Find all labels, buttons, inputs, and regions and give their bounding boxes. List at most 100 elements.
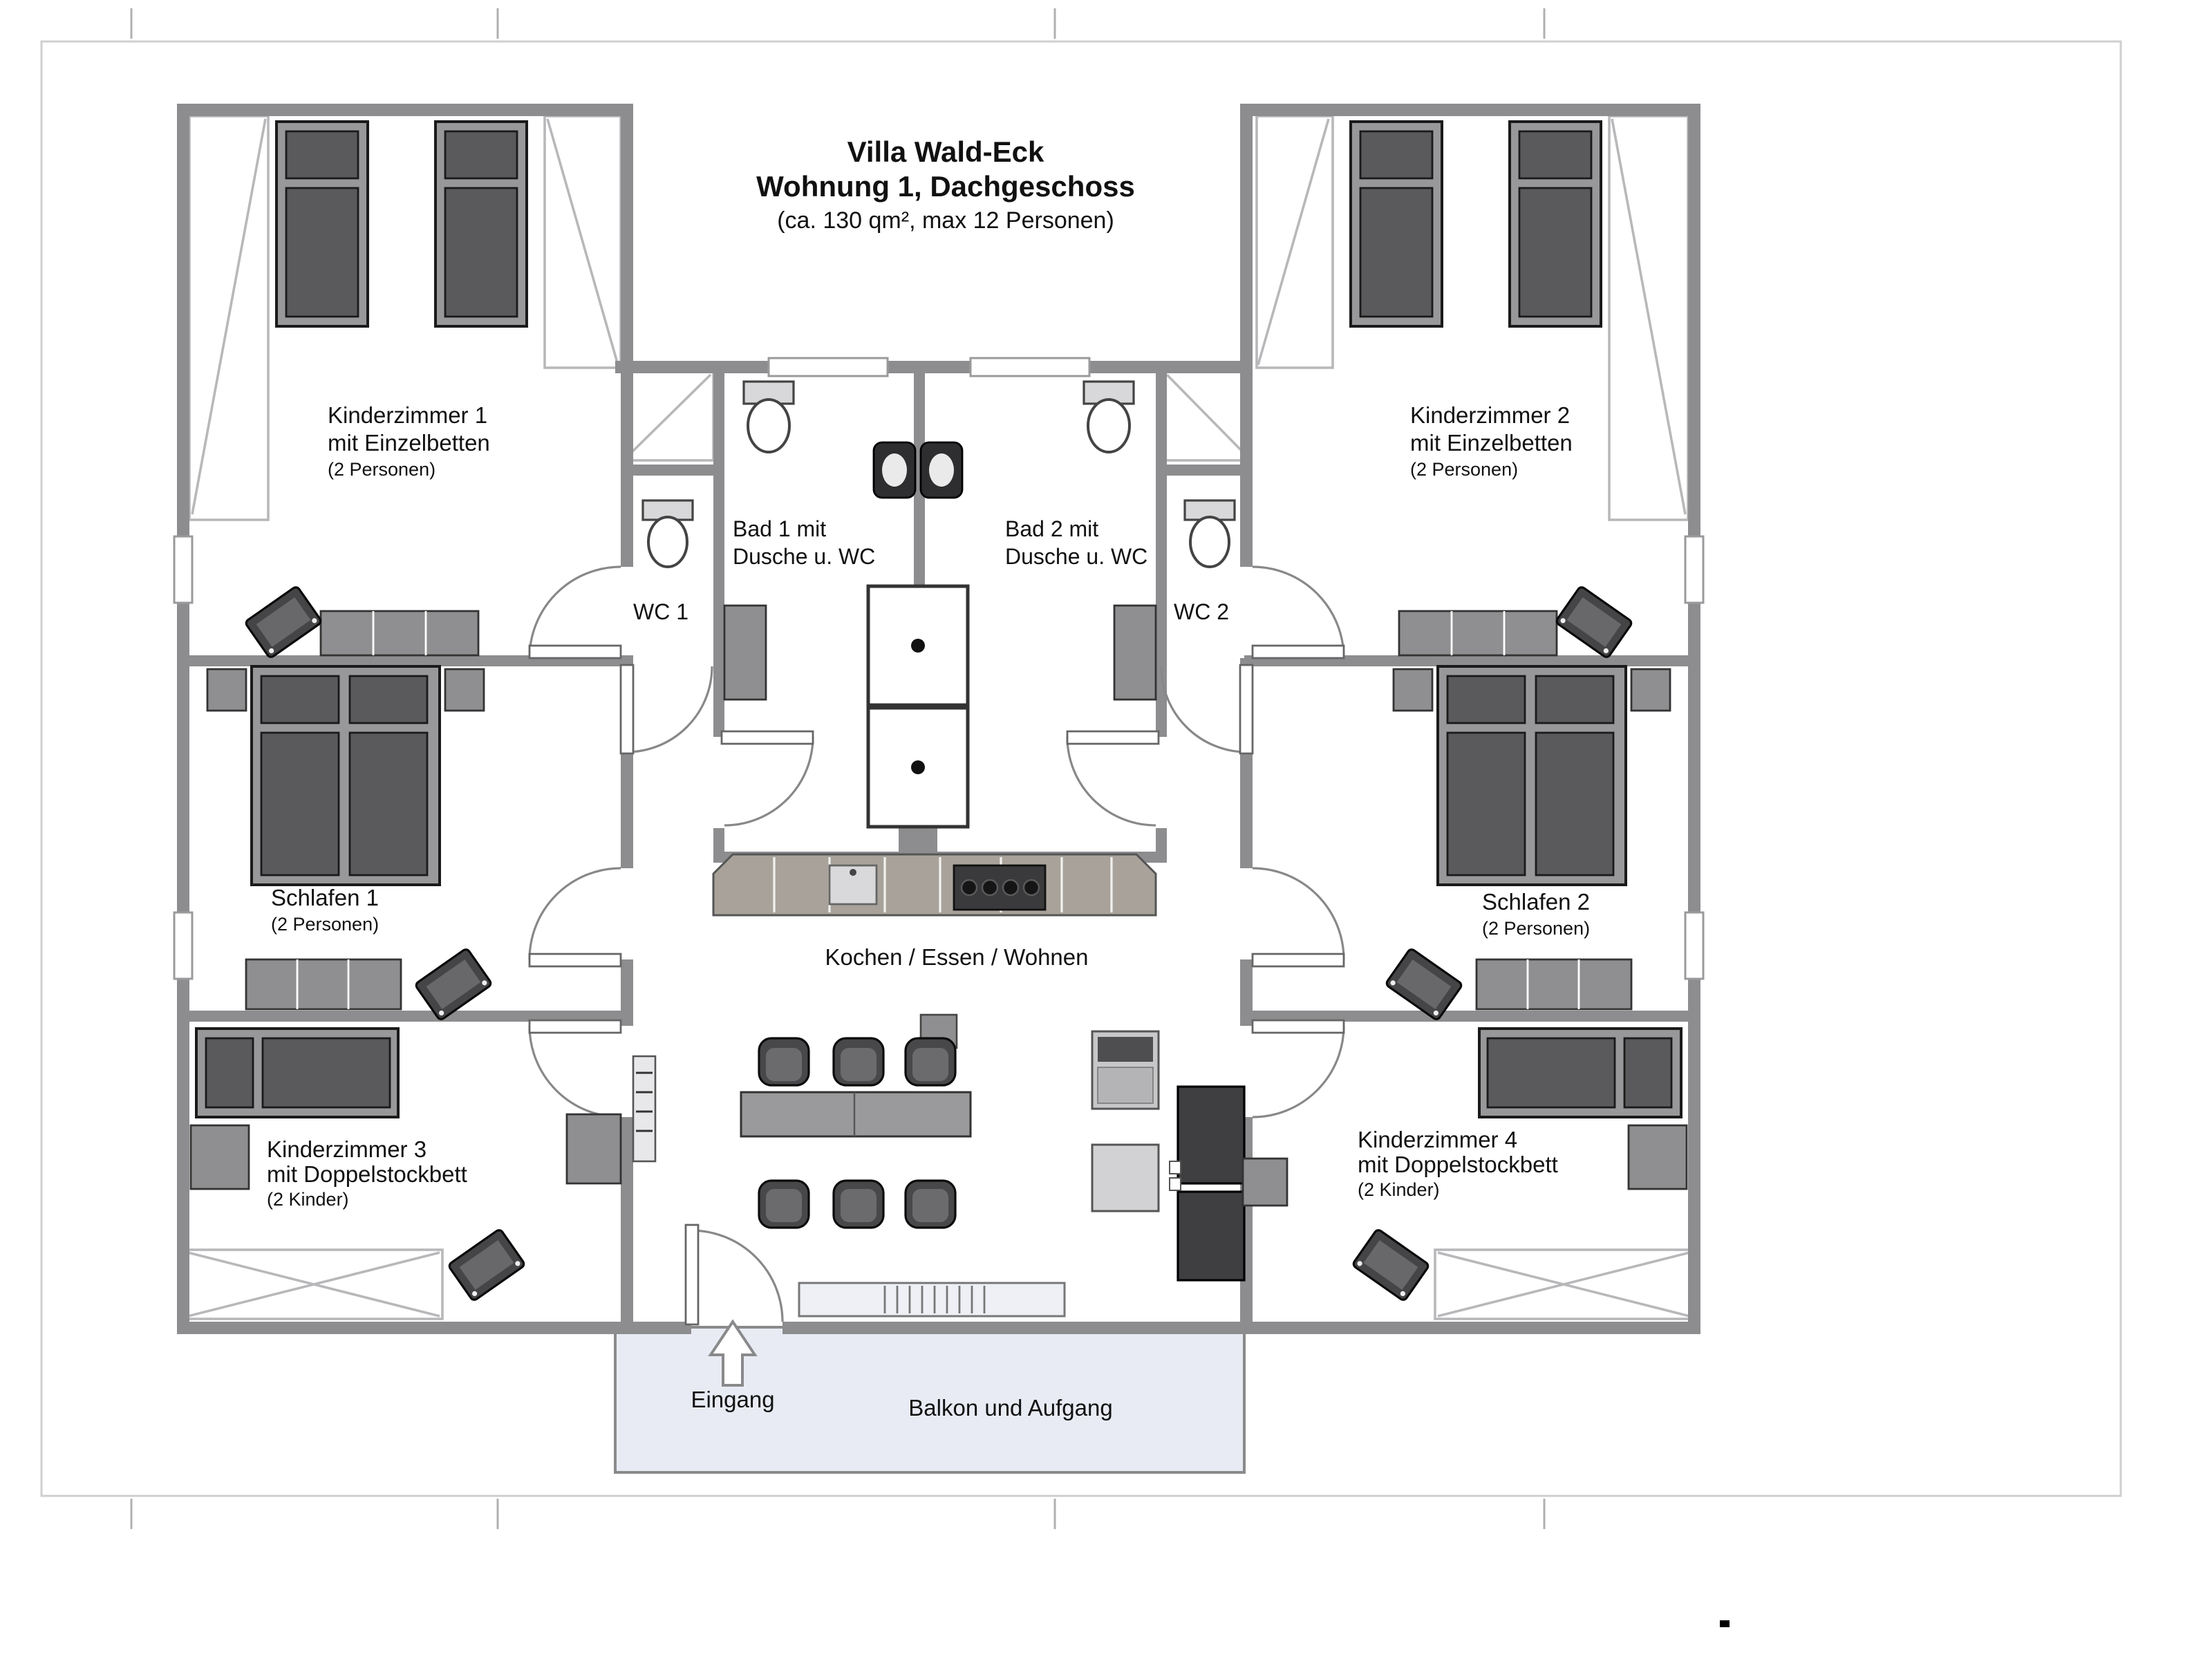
label-kinderzimmer1-detail: mit Einzelbetten <box>328 430 490 456</box>
window <box>1684 535 1705 604</box>
door-kinderzimmer3 <box>528 1019 622 1118</box>
door-bad1 <box>720 730 814 827</box>
room-schlafen1-furniture <box>206 665 492 1020</box>
label-kinderzimmer4-detail: mit Doppelstockbett <box>1358 1152 1558 1177</box>
wardrobe <box>189 1124 250 1190</box>
label-balkon: Balkon und Aufgang <box>908 1395 1112 1421</box>
label-wohnbereich: Kochen / Essen / Wohnen <box>825 944 1089 970</box>
label-eingang: Eingang <box>691 1387 774 1412</box>
label-kinderzimmer4-name: Kinderzimmer 4 <box>1358 1127 1517 1152</box>
tv-cabinet <box>1091 1030 1160 1110</box>
nightstand <box>206 668 247 712</box>
kitchen <box>712 853 1157 917</box>
door-kinderzimmer2 <box>1251 565 1345 659</box>
tv <box>415 948 492 1020</box>
chair <box>832 1037 885 1087</box>
page-title-detail: (ca. 130 qm², max 12 Personen) <box>777 207 1114 234</box>
door-schlafen1 <box>528 867 622 968</box>
label-schlafen1-capacity: (2 Personen) <box>271 914 379 935</box>
tv <box>448 1229 525 1301</box>
door-kinderzimmer4 <box>1251 1019 1345 1118</box>
door-wc1 <box>619 664 713 755</box>
toilet <box>742 380 795 453</box>
nightstand <box>1392 668 1434 712</box>
label-bad2-name: Bad 2 mit <box>1005 516 1098 541</box>
bath-cabinet <box>723 604 767 701</box>
label-bad2-detail: Dusche u. WC <box>1005 544 1147 569</box>
wardrobe <box>1627 1124 1688 1190</box>
doormat-grate <box>798 1282 1066 1318</box>
page-title: Villa Wald-Eck <box>847 135 1044 168</box>
shower <box>866 584 970 707</box>
chair <box>904 1179 957 1229</box>
sideboard <box>245 958 402 1011</box>
label-kinderzimmer4-capacity: (2 Kinder) <box>1358 1179 1440 1200</box>
tv <box>1352 1229 1430 1301</box>
tv <box>245 586 322 658</box>
nightstand <box>444 668 485 712</box>
door-wc2 <box>1160 664 1254 755</box>
label-wc2: WC 2 <box>1174 599 1229 624</box>
bunk-bed <box>1478 1027 1683 1118</box>
label-kinderzimmer2-detail: mit Einzelbetten <box>1410 430 1573 456</box>
wall-shelf <box>632 1055 657 1163</box>
label-wc1: WC 1 <box>633 599 688 624</box>
kitchen-sink <box>828 864 878 906</box>
chair <box>758 1037 810 1087</box>
door-kinderzimmer1 <box>528 565 622 659</box>
door-entrance <box>684 1224 784 1326</box>
coffee-table <box>1091 1143 1160 1212</box>
label-bad1-detail: Dusche u. WC <box>733 544 875 569</box>
bath-cabinet <box>1113 604 1157 701</box>
toilet <box>1183 499 1236 568</box>
label-kinderzimmer3-name: Kinderzimmer 3 <box>267 1136 427 1162</box>
label-kinderzimmer1-capacity: (2 Personen) <box>328 459 435 480</box>
labels: Villa Wald-Eck Wohnung 1, Dachgeschoss (… <box>267 135 1590 1421</box>
room-kinderzimmer1-furniture <box>245 120 528 658</box>
label-kinderzimmer3-capacity: (2 Kinder) <box>267 1189 349 1210</box>
doors <box>528 565 1345 1326</box>
sideboard <box>319 610 480 657</box>
double-sink <box>872 441 964 499</box>
entrance-arrow <box>708 1319 758 1387</box>
chair <box>832 1179 885 1229</box>
desk <box>565 1113 622 1185</box>
window <box>173 911 194 980</box>
window <box>1684 911 1705 980</box>
room-kinderzimmer3-furniture <box>189 1027 622 1301</box>
room-kinderzimmer4-furniture <box>1352 1027 1688 1301</box>
toilet <box>641 499 694 568</box>
scan-mark <box>1720 1620 1730 1627</box>
sideboard <box>1398 610 1558 657</box>
chair <box>904 1037 957 1087</box>
plant-stand <box>1241 1157 1288 1207</box>
door-schlafen2 <box>1251 867 1345 968</box>
label-kinderzimmer2-name: Kinderzimmer 2 <box>1410 402 1570 428</box>
single-bed <box>1349 120 1443 328</box>
label-bad1-name: Bad 1 mit <box>733 516 826 541</box>
page-subtitle: Wohnung 1, Dachgeschoss <box>756 170 1135 203</box>
double-bed <box>250 665 441 886</box>
single-bed <box>1508 120 1602 328</box>
label-kinderzimmer3-detail: mit Doppelstockbett <box>267 1161 467 1187</box>
window <box>969 357 1091 377</box>
fridge-unit <box>1169 1085 1246 1282</box>
stove <box>953 864 1047 911</box>
label-kinderzimmer2-capacity: (2 Personen) <box>1410 459 1518 480</box>
tv <box>1555 586 1633 658</box>
windows <box>173 357 1705 980</box>
shower <box>866 706 970 829</box>
double-bed <box>1436 665 1627 886</box>
window <box>767 357 889 377</box>
single-bed <box>275 120 369 328</box>
toilet <box>1082 380 1135 453</box>
label-schlafen2-capacity: (2 Personen) <box>1482 918 1590 939</box>
bathroom-fixtures <box>641 380 1236 829</box>
nightstand <box>1630 668 1671 712</box>
living-dining <box>632 1013 1288 1387</box>
label-schlafen1-name: Schlafen 1 <box>271 885 379 910</box>
label-schlafen2-name: Schlafen 2 <box>1482 889 1590 915</box>
bunk-bed <box>195 1027 400 1118</box>
single-bed <box>434 120 528 328</box>
